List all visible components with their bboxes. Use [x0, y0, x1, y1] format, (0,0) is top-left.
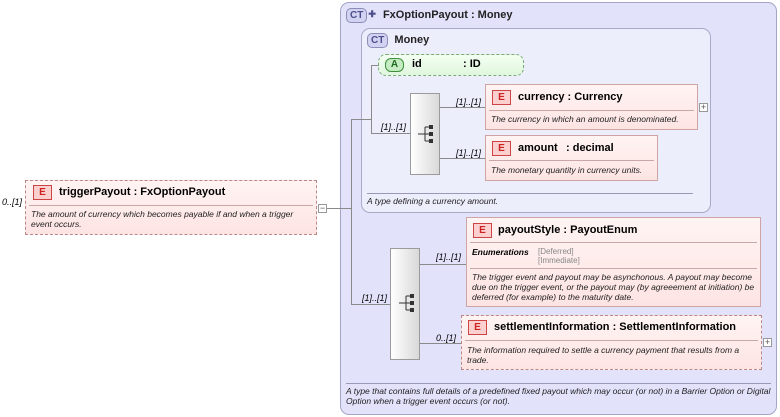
enum-value: [Immediate] [538, 256, 580, 265]
trigger-payout-title: triggerPayout : FxOptionPayout [59, 186, 226, 198]
element-currency[interactable] [485, 84, 698, 130]
element-amount[interactable] [485, 135, 658, 181]
sequence-icon [399, 294, 414, 312]
element-icon: E [492, 90, 511, 105]
collapse-trigger-payout-icon[interactable]: − [318, 203, 327, 213]
payout-style-cardinality: [1]..[1] [436, 252, 462, 262]
trigger-payout-cardinality: 0..[1] [2, 197, 23, 207]
connector [420, 264, 466, 265]
amount-cardinality: [1]..[1] [456, 148, 482, 158]
settlement-cardinality: 0..[1] [436, 333, 457, 343]
amount-doc: The monetary quantity in currency units. [491, 165, 643, 175]
connector [351, 119, 352, 304]
expand-settlement-icon[interactable]: + [763, 337, 772, 347]
payout-style-enum-label: Enumerations [472, 247, 529, 257]
attribute-type: : ID [463, 58, 481, 70]
payout-style-separator [470, 242, 757, 243]
connector [440, 107, 485, 108]
inner-type-separator [367, 193, 693, 194]
sequence-icon [418, 125, 433, 143]
outer-type-header: CT✚ FxOptionPayout : Money [346, 8, 513, 23]
currency-title: currency : Currency [518, 91, 623, 103]
element-icon: E [468, 320, 487, 335]
currency-cardinality: [1]..[1] [456, 97, 482, 107]
outer-type-separator [346, 383, 771, 384]
currency-doc: The currency in which an amount is denom… [491, 114, 679, 124]
connector [327, 208, 351, 209]
element-icon: E [473, 223, 492, 238]
inner-type-header: CT Money [367, 33, 429, 48]
payout-style-separator [470, 268, 757, 269]
connector [420, 343, 461, 344]
enum-value: [Deferred] [538, 247, 574, 256]
connector [440, 158, 485, 159]
element-payout-style[interactable] [466, 217, 761, 307]
expand-currency-icon[interactable]: + [699, 102, 708, 112]
amount-separator [489, 160, 654, 161]
settlement-separator [465, 340, 758, 341]
currency-separator [489, 110, 694, 111]
element-settlement-information[interactable] [461, 315, 762, 370]
outer-type-title: FxOptionPayout : Money [382, 9, 513, 21]
connector [351, 304, 390, 305]
connector [351, 119, 371, 120]
amount-name: amount [518, 142, 558, 154]
element-icon: E [492, 141, 511, 156]
payout-style-doc: The trigger event and payout may be asyn… [472, 272, 755, 302]
trigger-payout-separator [29, 205, 313, 206]
attribute-icon: A [385, 58, 404, 72]
outer-sequence-compositor[interactable] [390, 248, 420, 360]
outer-type-doc: A type that contains full details of a p… [346, 386, 771, 406]
outer-sequence-cardinality: [1]..[1] [362, 293, 388, 303]
element-icon: E [33, 185, 52, 200]
complex-type-icon: CT [346, 8, 368, 23]
inner-type-title: Money [394, 34, 430, 46]
inner-type-doc: A type defining a currency amount. [367, 196, 499, 206]
trigger-payout-doc: The amount of currency which becomes pay… [31, 209, 294, 229]
complex-type-icon: CT [367, 33, 389, 48]
inner-sequence-cardinality: [1]..[1] [381, 122, 407, 132]
connector [371, 65, 379, 66]
amount-type: : decimal [566, 142, 614, 154]
attribute-name: id [412, 58, 422, 70]
element-trigger-payout[interactable] [25, 180, 317, 235]
payout-style-title: payoutStyle : PayoutEnum [498, 224, 638, 236]
connector [371, 133, 410, 134]
settlement-doc: The information required to settle a cur… [467, 345, 740, 365]
complex-type-plus-icon: ✚ [368, 9, 376, 19]
settlement-title: settlementInformation : SettlementInform… [494, 321, 737, 333]
connector [371, 65, 372, 134]
